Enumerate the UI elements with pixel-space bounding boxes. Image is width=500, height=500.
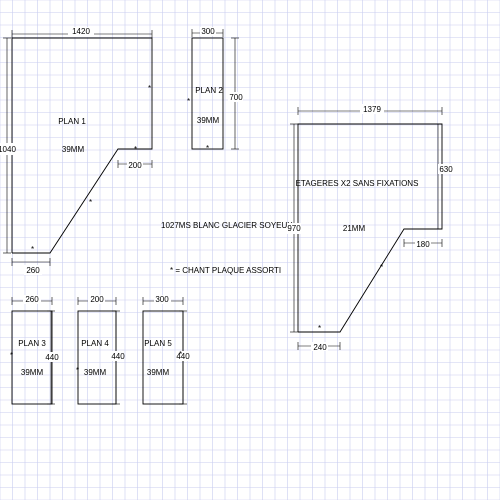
shelves-part: 1379 970 630 180 240 ETAGERES X2 SANS FI… — [287, 104, 454, 352]
plan-3-label: PLAN 3 — [18, 339, 46, 348]
plan-2-outline — [191, 37, 224, 150]
edge-note: * = CHANT PLAQUE ASSORTI — [170, 266, 281, 275]
plan-1-thickness: 39MM — [62, 145, 85, 154]
shelves-right-dim: 630 — [439, 165, 453, 174]
plan-1-width-dim: 1420 — [72, 27, 90, 36]
shelves-bottom-dim: 240 — [313, 343, 327, 352]
plan-4-edge-marker: * — [76, 366, 79, 375]
plan-1-label: PLAN 1 — [58, 117, 86, 126]
plan-1-edge-marker: * — [148, 84, 151, 93]
material-note: 1027MS BLANC GLACIER SOYEUX — [161, 221, 293, 230]
plan-1-edge-marker: * — [31, 245, 34, 254]
shelves-step-dim: 180 — [416, 240, 430, 249]
shelves-outline — [297, 123, 443, 333]
plan-2-edge-marker: * — [206, 144, 209, 153]
shelves-thickness: 21MM — [343, 224, 366, 233]
plan-5-label: PLAN 5 — [144, 339, 172, 348]
plan-3-width-dim: 260 — [25, 295, 39, 304]
plan-4-thickness: 39MM — [84, 368, 107, 377]
plan-1-edge-marker: * — [89, 198, 92, 207]
plan-2-width-dim: 300 — [201, 27, 215, 36]
plan-2-height-dim: 700 — [229, 93, 243, 102]
plan-1-edge-marker: * — [134, 145, 137, 154]
plan-1-part: 1420 1040 260 200 PLAN 1 39MM * * * * — [0, 27, 153, 275]
plan-1-step-dim: 200 — [128, 161, 142, 170]
plan-2-part: 300 700 PLAN 2 39MM * * — [187, 27, 243, 153]
shelves-edge-marker: * — [380, 263, 383, 272]
plan-5-width-dim: 300 — [155, 295, 169, 304]
plan-3-part: 260 440 PLAN 3 39MM * — [10, 295, 59, 405]
plan-3-thickness: 39MM — [21, 368, 44, 377]
plan-4-width-dim: 200 — [90, 295, 104, 304]
plan-4-height-dim: 440 — [111, 352, 125, 361]
plan-2-edge-marker: * — [187, 97, 190, 106]
plan-4-label: PLAN 4 — [81, 339, 109, 348]
plan-5-part: 300 440 PLAN 5 39MM * — [142, 295, 190, 405]
plan-5-thickness: 39MM — [147, 368, 170, 377]
shelves-height-dim: 970 — [287, 224, 301, 233]
plan-4-part: 200 440 PLAN 4 39MM * — [76, 295, 125, 405]
plan-3-height-dim: 440 — [45, 353, 59, 362]
plan-5-height-dim: 440 — [176, 352, 190, 361]
plan-1-height-dim: 1040 — [0, 145, 16, 154]
shelves-label: ETAGERES X2 SANS FIXATIONS — [296, 179, 419, 188]
plan-1-bottom-dim: 260 — [26, 266, 40, 275]
plan-3-edge-marker: * — [10, 351, 13, 360]
shelves-width-dim: 1379 — [363, 105, 381, 114]
plan-2-thickness: 39MM — [197, 116, 220, 125]
shelves-edge-marker: * — [318, 324, 321, 333]
plan-5-edge-marker: * — [179, 350, 182, 359]
plan-2-label: PLAN 2 — [195, 86, 223, 95]
